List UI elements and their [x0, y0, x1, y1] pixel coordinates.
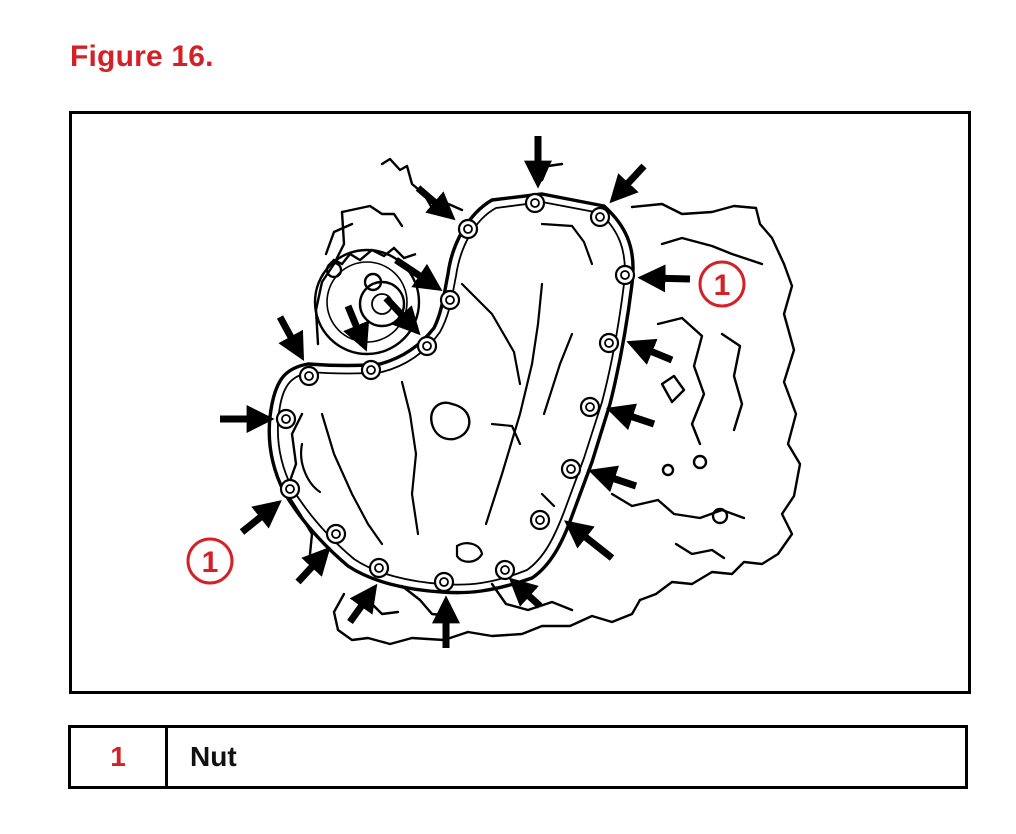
cover-ribs — [300, 222, 594, 563]
timing-cover-gasket — [267, 192, 635, 595]
legend-table: 1 Nut — [68, 725, 968, 789]
callout-1-left: 1 — [186, 537, 234, 585]
figure-title: Figure 16. — [70, 40, 214, 73]
bolt-arrows — [220, 136, 691, 648]
legend-number: 1 — [71, 728, 168, 786]
legend-description: Nut — [190, 741, 237, 772]
callout-label: 1 — [202, 546, 219, 579]
callout-1-right: 1 — [698, 260, 746, 308]
timing-cover-diagram: 1 1 — [186, 136, 802, 648]
callout-label: 1 — [714, 269, 731, 302]
figure-illustration: 1 1 — [69, 111, 971, 694]
engine-block-outline — [284, 157, 802, 646]
